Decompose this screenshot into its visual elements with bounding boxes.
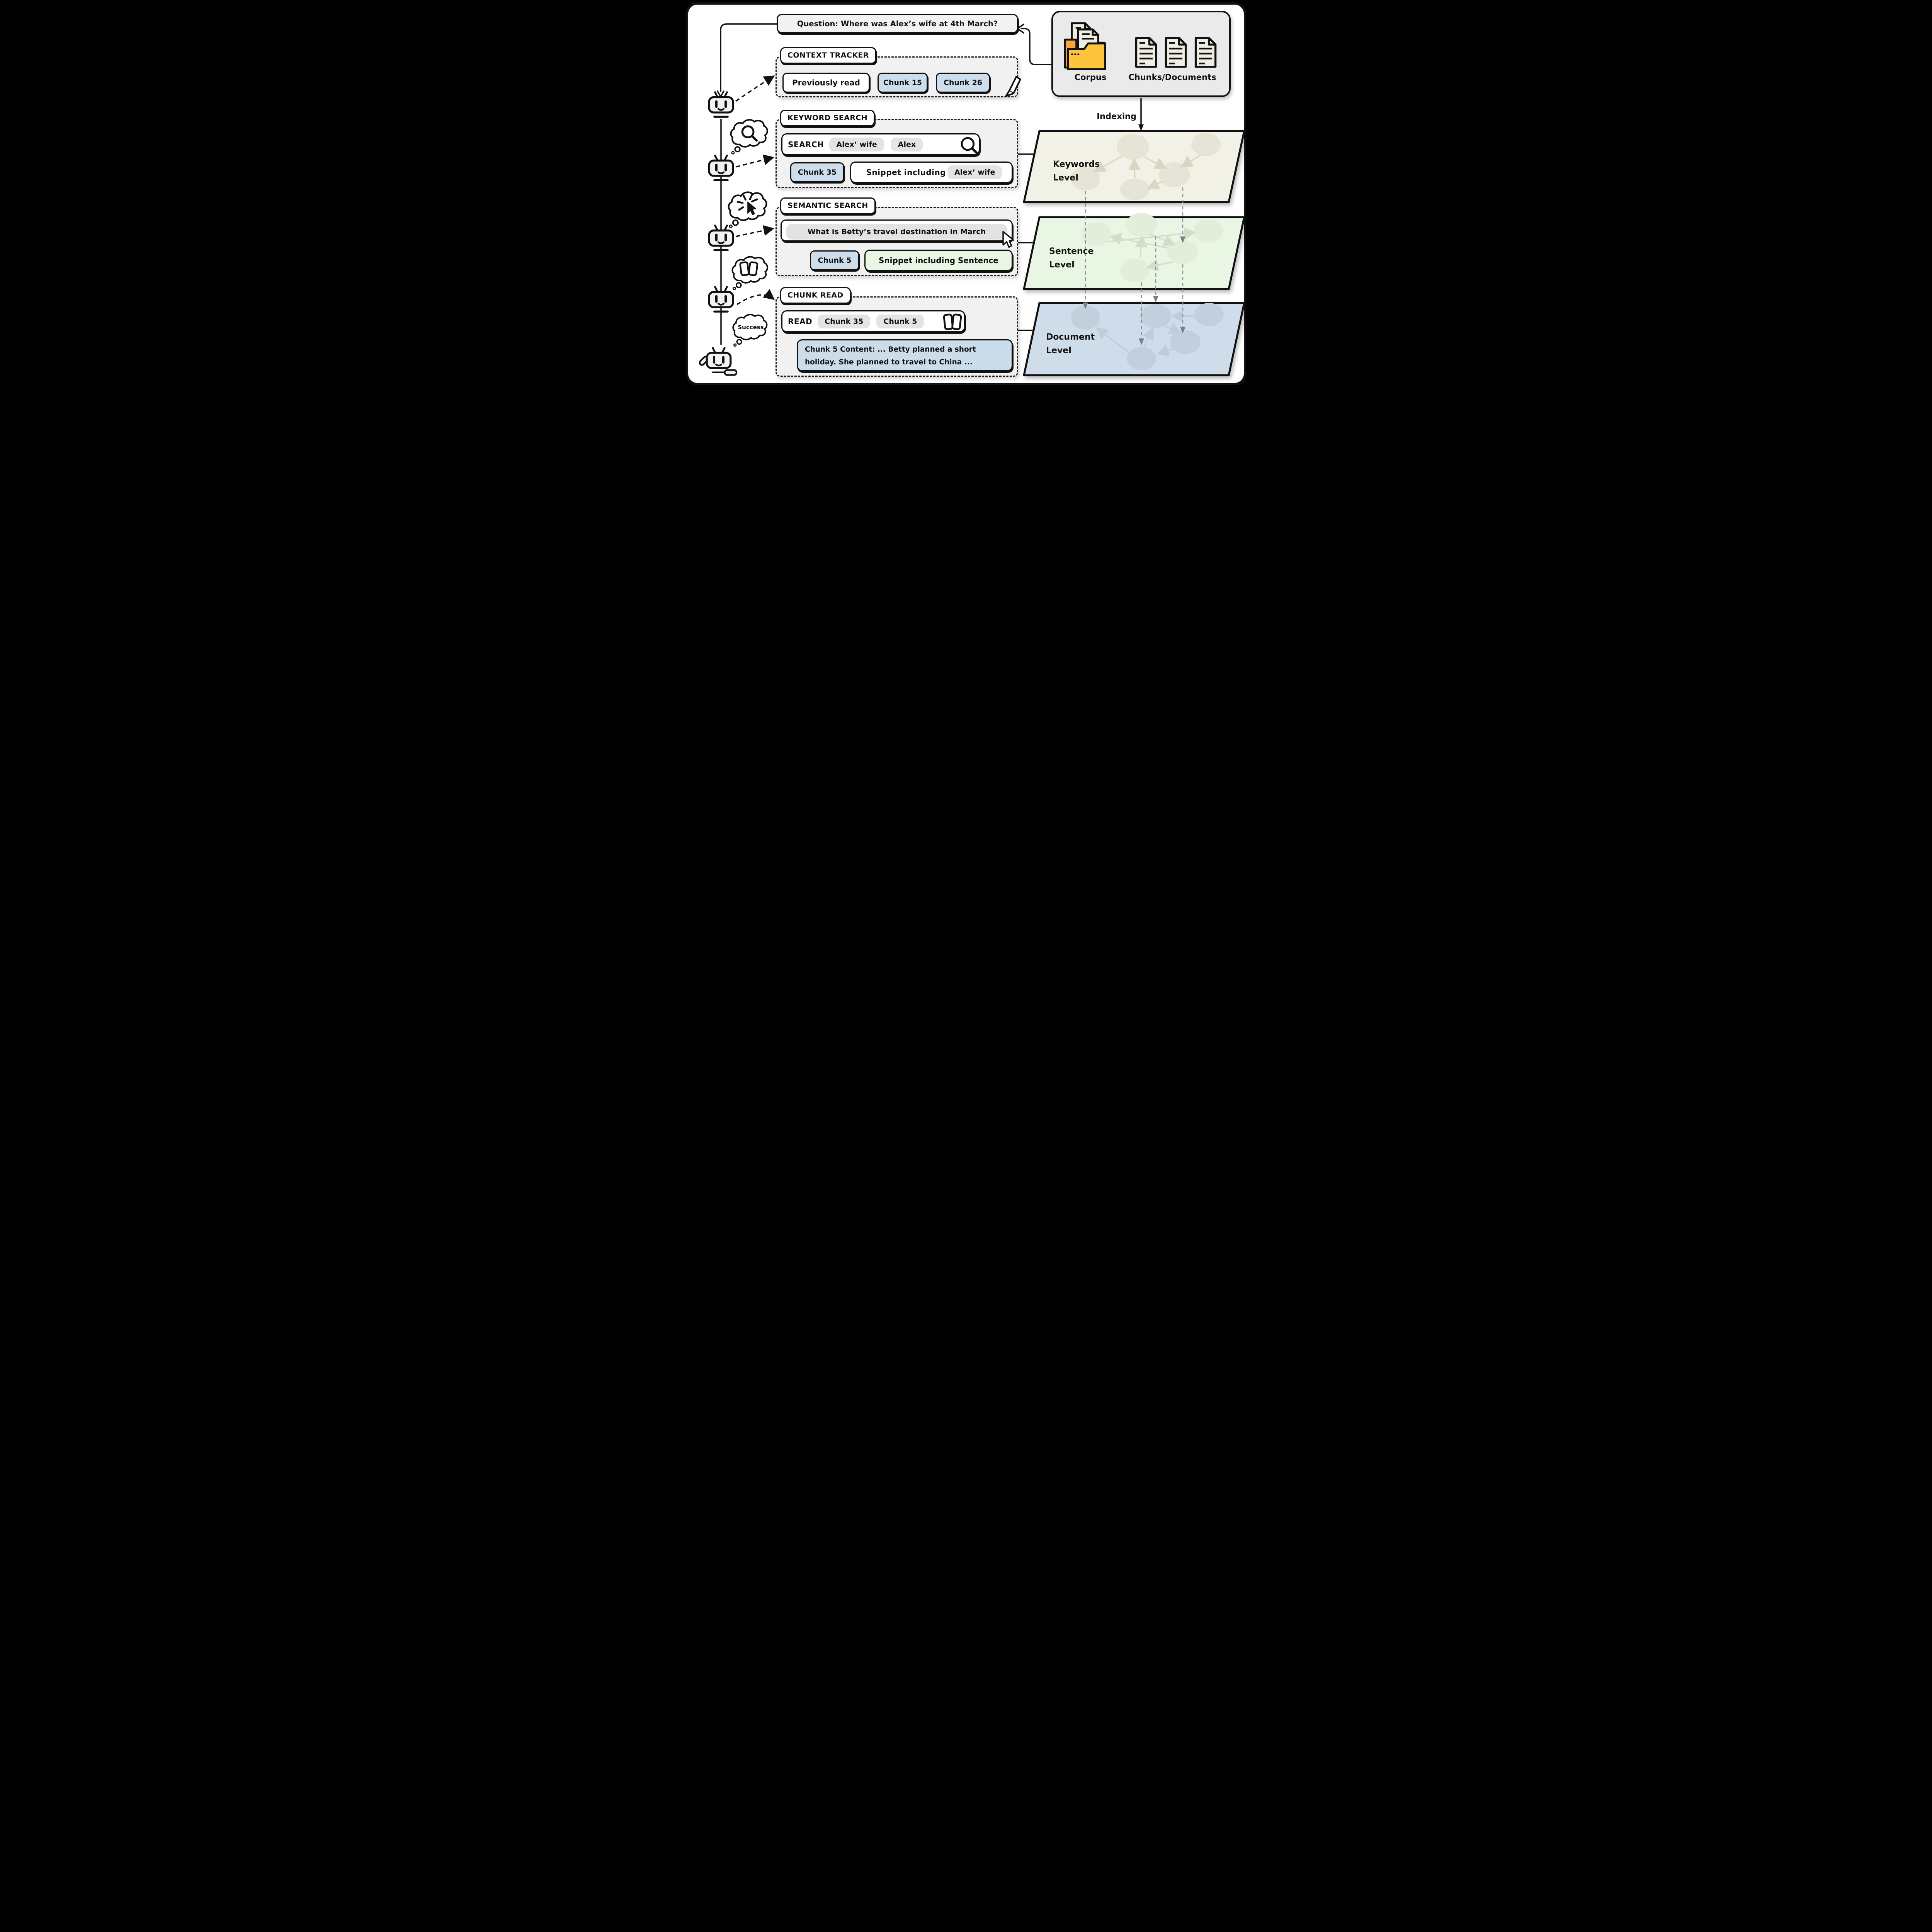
indexing-label: Indexing [1097,112,1136,121]
context-tracker-title: CONTEXT TRACKER [780,47,876,64]
document-icon [1135,37,1157,68]
semantic-result-chunk-pill: Chunk 5 [810,250,859,270]
corpus-label: Corpus [1074,73,1107,82]
click-cursor-icon [736,194,758,215]
search-action-label: SEARCH [788,139,824,149]
read-chunk-pill: Chunk 35 [818,314,871,328]
chunk-read-title: CHUNK READ [780,287,851,304]
context-chunk-pill: Chunk 26 [936,73,990,93]
search-magnifier-icon [961,137,979,155]
chunks-documents-label: Chunks/Documents [1128,73,1216,82]
search-bar: SEARCH Alex’ wife Alex [781,133,980,155]
chunk-content-box: Chunk 5 Content: ... Betty planned a sho… [797,339,1013,371]
read-chunk-pill: Chunk 5 [876,314,924,328]
chunk-content-line: Chunk 5 Content: ... Betty planned a sho… [805,345,976,354]
robot-success-icon [699,347,738,376]
thought-bubble-success: Success [731,311,770,348]
success-label: Success [738,324,764,331]
read-bar: READ Chunk 35 Chunk 5 [781,310,965,332]
open-book-icon [943,313,962,330]
keyword-snippet-box: Snippet including Alex’ wife [850,162,1013,183]
chunk-content-line: holiday. She planned to travel to China … [805,358,973,366]
document-icon [1194,37,1217,68]
search-query-pill: Alex [891,137,923,151]
semantic-snippet-box: Snippet including Sentence [864,250,1013,271]
thought-bubble-read [731,256,769,290]
magnifier-thought-icon [741,125,758,142]
question-box: Question: Where was Alex’s wife at 4th M… [777,14,1018,33]
robot-icon [708,91,734,118]
keyword-search-title: KEYWORD SEARCH [780,110,875,126]
thought-bubble-search [730,119,768,155]
semantic-search-title: SEMANTIC SEARCH [780,197,876,214]
open-book-thought-icon [739,261,759,276]
context-chunk-pill: Chunk 15 [878,73,928,93]
robot-icon [708,155,734,181]
semantic-query-pill: What is Betty’s travel destination in Ma… [786,224,1007,240]
question-text: Question: Where was Alex’s wife at 4th M… [797,19,998,28]
cursor-pointer-icon [1002,231,1014,248]
semantic-query-box: What is Betty’s travel destination in Ma… [781,219,1013,242]
folder-corpus-icon [1063,22,1106,70]
previously-read-pill: Previously read [782,73,870,93]
pencil-icon [1005,76,1021,97]
search-query-pill: Alex’ wife [829,137,884,151]
read-action-label: READ [788,316,813,326]
snippet-prefix-text: Snippet including [866,168,946,177]
thought-bubble-click [728,191,767,228]
keyword-result-chunk-pill: Chunk 35 [790,162,844,182]
document-icon [1165,37,1187,68]
figure-canvas: Question: Where was Alex’s wife at 4th M… [684,0,1248,388]
snippet-keyword-pill: Alex’ wife [947,165,1002,179]
